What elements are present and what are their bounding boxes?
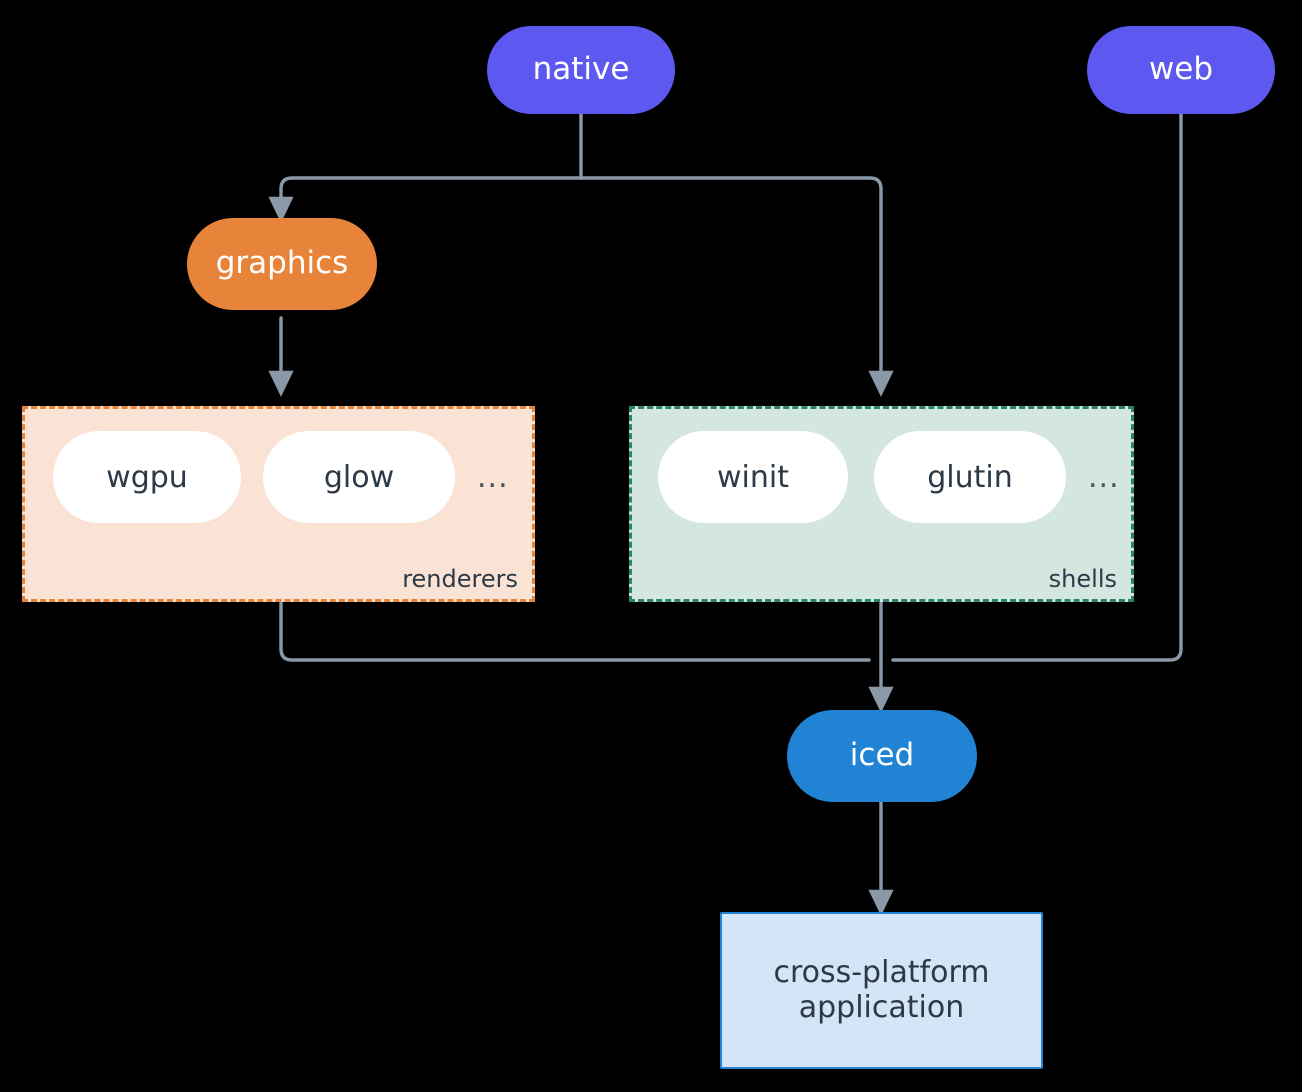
- node-web[interactable]: web: [1087, 26, 1275, 114]
- node-iced[interactable]: iced: [787, 710, 977, 802]
- node-application-label-line1: cross-platform: [773, 955, 990, 990]
- group-renderers-label: renderers: [402, 565, 518, 593]
- node-web-label: web: [1148, 51, 1214, 88]
- group-renderers-ellipsis: ...: [477, 459, 509, 495]
- node-graphics[interactable]: graphics: [187, 218, 377, 310]
- node-application[interactable]: cross-platform application: [720, 912, 1043, 1069]
- node-application-label-line2: application: [798, 989, 965, 1025]
- group-member-glow-label: glow: [323, 459, 395, 495]
- group-member-glutin[interactable]: glutin: [874, 431, 1066, 523]
- group-member-wgpu[interactable]: wgpu: [53, 431, 241, 523]
- edge-native-to-shells: [579, 176, 894, 397]
- node-native[interactable]: native: [487, 26, 675, 114]
- edge-web-to-iced: [891, 111, 1183, 662]
- group-member-glutin-label: glutin: [927, 459, 1013, 495]
- group-renderers: wgpu glow ... renderers: [22, 406, 535, 602]
- edge-native-to-graphics: [268, 176, 583, 223]
- node-iced-label: iced: [849, 737, 915, 774]
- group-member-winit-label: winit: [717, 459, 789, 495]
- group-member-wgpu-label: wgpu: [106, 459, 188, 495]
- group-member-glow[interactable]: glow: [263, 431, 455, 523]
- group-member-winit[interactable]: winit: [658, 431, 848, 523]
- edge-renderers-to-iced: [279, 601, 871, 662]
- group-shells-label: shells: [1048, 565, 1117, 593]
- node-native-label: native: [532, 51, 630, 88]
- group-shells-ellipsis: ...: [1088, 459, 1120, 495]
- group-shells: winit glutin ... shells: [629, 406, 1134, 602]
- node-graphics-label: graphics: [215, 245, 349, 282]
